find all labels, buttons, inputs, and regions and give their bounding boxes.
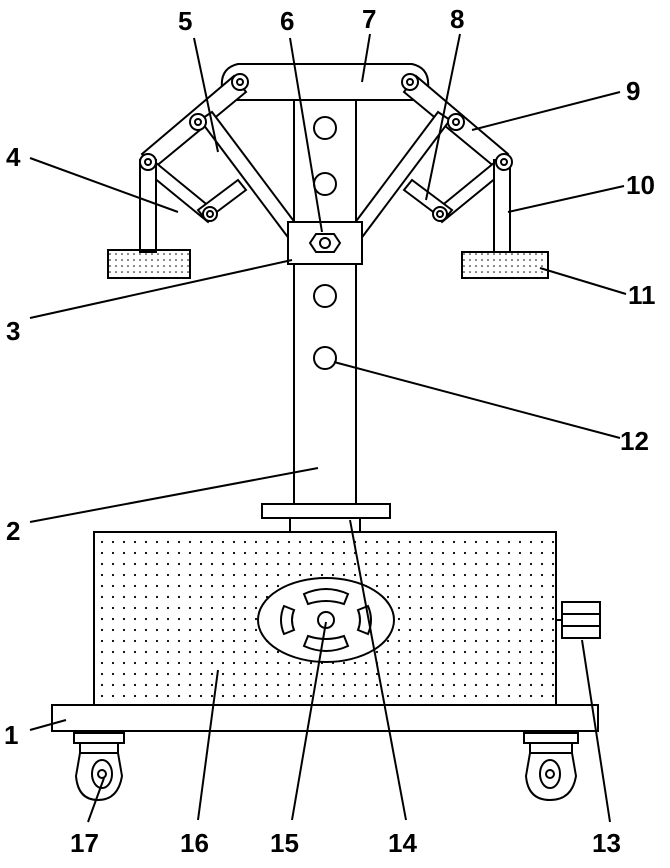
label-13: 13 xyxy=(592,828,621,858)
label-2: 2 xyxy=(6,516,20,546)
label-16: 16 xyxy=(180,828,209,858)
label-5: 5 xyxy=(178,6,192,36)
right-pad xyxy=(462,252,548,278)
label-12: 12 xyxy=(620,426,649,456)
sliding-sleeve xyxy=(288,222,362,264)
label-6: 6 xyxy=(280,6,294,36)
label-8: 8 xyxy=(450,4,464,34)
flange-seat xyxy=(262,504,390,532)
control-switch xyxy=(556,602,600,638)
label-1: 1 xyxy=(4,720,18,750)
label-7: 7 xyxy=(362,4,376,34)
label-10: 10 xyxy=(626,170,655,200)
label-11: 11 xyxy=(628,280,656,310)
right-caster xyxy=(524,733,578,800)
label-9: 9 xyxy=(626,76,640,106)
left-pad xyxy=(108,250,190,278)
label-3: 3 xyxy=(6,316,20,346)
label-15: 15 xyxy=(270,828,299,858)
label-4: 4 xyxy=(6,142,21,172)
base-plate xyxy=(52,705,598,731)
top-beam xyxy=(222,64,428,100)
label-14: 14 xyxy=(388,828,417,858)
label-17: 17 xyxy=(70,828,99,858)
